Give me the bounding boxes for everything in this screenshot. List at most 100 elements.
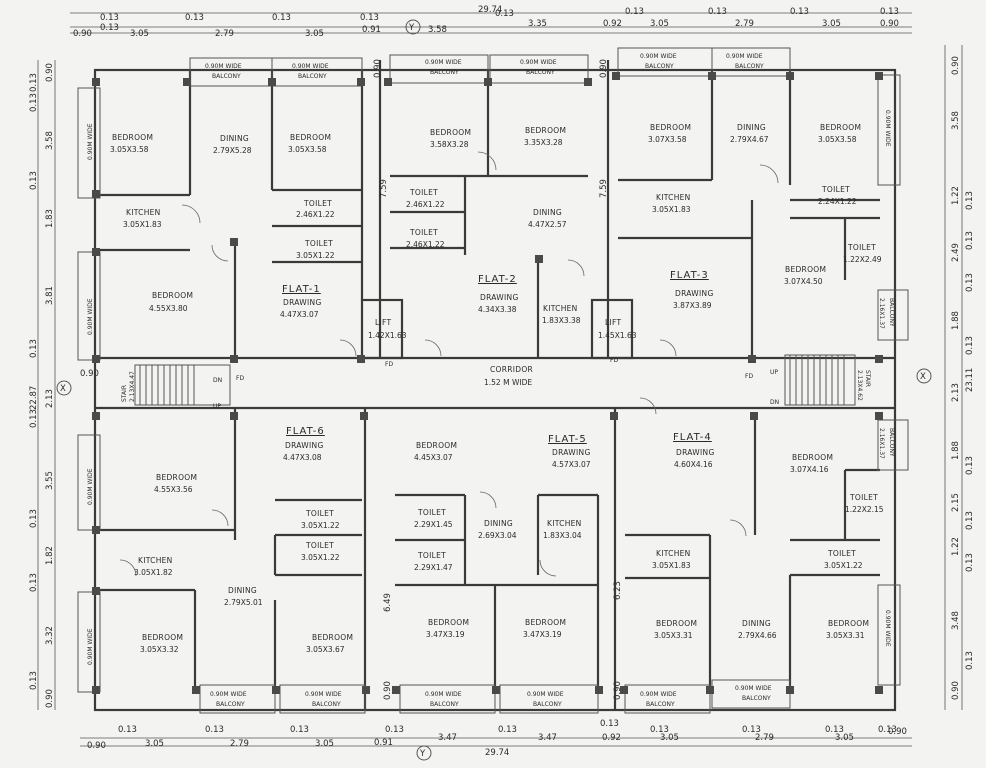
left-dim-2: 0.90 bbox=[45, 63, 55, 82]
room-name: TOILET bbox=[409, 188, 438, 197]
right-dim-20: 0.90 bbox=[951, 681, 961, 700]
balcony-label: BALCONY bbox=[526, 69, 555, 76]
room-name: TOILET bbox=[409, 228, 438, 237]
bottom-dim-a4: 0.13 bbox=[385, 725, 404, 735]
room-size: 2.24X1.22 bbox=[818, 197, 857, 206]
vmark-7: 0.90 bbox=[613, 681, 623, 700]
room-size: 3.05X3.58 bbox=[818, 135, 857, 144]
bottom-dim-a3: 0.13 bbox=[290, 725, 309, 735]
room-size: 2.46X1.22 bbox=[406, 200, 445, 209]
bottom-dim-b2: 3.05 bbox=[145, 739, 164, 749]
structural-columns bbox=[92, 72, 883, 694]
bottom-dim-b12: 0.90 bbox=[888, 727, 907, 737]
room-size: 2.29X1.45 bbox=[414, 520, 453, 529]
balcony-label: BALCONY bbox=[312, 701, 341, 708]
lift-1-size: 1.42X1.63 bbox=[368, 331, 407, 340]
fire-door-4: FD bbox=[236, 375, 244, 382]
top-dim-a7: 0.13 bbox=[708, 7, 727, 17]
right-dimension-lines: 0.90 3.58 0.13 1.22 0.13 2.49 0.13 1.88 … bbox=[916, 45, 975, 710]
room-size: 3.05X3.31 bbox=[826, 631, 865, 640]
balcony-label: BALCONY bbox=[430, 701, 459, 708]
room-size: 3.05X3.32 bbox=[140, 645, 179, 654]
room-size: 3.05X1.22 bbox=[301, 521, 340, 530]
lift-2-size: 1.45X1.63 bbox=[598, 331, 637, 340]
left-dimension-lines: 0.13 0.90 0.13 3.58 0.13 1.83 3.81 0.13 … bbox=[29, 60, 99, 710]
balcony-label: 0.90M WIDE bbox=[640, 691, 677, 698]
room-name: BEDROOM bbox=[142, 633, 183, 642]
flat-5-label: FLAT-5 bbox=[548, 434, 587, 445]
room-name: DINING bbox=[737, 123, 766, 132]
right-dim-12: 1.88 bbox=[951, 441, 961, 460]
right-dim-11: 2.13 bbox=[951, 383, 961, 402]
room-size: 2.79X5.28 bbox=[213, 146, 252, 155]
bottom-dim-a10: 0.13 bbox=[878, 725, 897, 735]
balcony-label: 0.90M WIDE bbox=[520, 59, 557, 66]
room-size: 3.07X4.50 bbox=[784, 277, 823, 286]
balcony-label: 0.90M WIDE bbox=[726, 53, 763, 60]
room-size: 1.83X3.38 bbox=[542, 316, 581, 325]
vmark-1: 0.90 bbox=[373, 59, 383, 78]
top-dim-a5: 0.13 bbox=[495, 9, 514, 19]
top-dim-b4: 2.79 bbox=[215, 29, 234, 39]
bottom-dim-b7: 3.47 bbox=[538, 733, 557, 743]
bottom-dim-a7: 0.13 bbox=[650, 725, 669, 735]
room-labels: BEDROOM 3.05X3.58 DINING 2.79X5.28 BEDRO… bbox=[110, 123, 884, 654]
balcony-label: BALCONY bbox=[533, 701, 562, 708]
room-size: 3.05X1.22 bbox=[301, 553, 340, 562]
balcony-label: 0.90M WIDE bbox=[292, 63, 329, 70]
balcony-label: BALCONY bbox=[888, 298, 895, 327]
room-size: 4.60X4.16 bbox=[674, 460, 713, 469]
right-dim-4: 1.22 bbox=[951, 186, 961, 205]
left-dim-5: 0.13 bbox=[29, 171, 39, 190]
axis-y-bottom-marker bbox=[416, 745, 432, 761]
room-name: BEDROOM bbox=[650, 123, 691, 132]
bottom-dimension-lines: 29.74 0.13 0.13 0.13 0.13 0.13 0.13 0.13… bbox=[80, 719, 912, 761]
right-dim-18: 3.48 bbox=[951, 611, 961, 630]
room-size: 1.22X2.15 bbox=[845, 505, 884, 514]
room-size: 4.47X3.07 bbox=[280, 310, 319, 319]
room-name: BEDROOM bbox=[290, 133, 331, 142]
stair-left-up: UP bbox=[213, 403, 221, 410]
right-dim-15: 0.13 bbox=[965, 511, 975, 530]
room-size: 3.58X3.28 bbox=[430, 140, 469, 149]
left-dim-8: 0.13 bbox=[29, 339, 39, 358]
room-size: 2.46X1.22 bbox=[296, 210, 335, 219]
room-size: 4.47X2.57 bbox=[528, 220, 567, 229]
room-size: 2.69X3.04 bbox=[478, 531, 517, 540]
vmark-4: 7.59 bbox=[599, 179, 609, 198]
bottom-dim-a9: 0.13 bbox=[825, 725, 844, 735]
flat-1-label: FLAT-1 bbox=[282, 284, 321, 295]
right-dim-9: 0.13 bbox=[965, 336, 975, 355]
room-size: 4.57X3.07 bbox=[552, 460, 591, 469]
corridor-width: 1.52 M WIDE bbox=[484, 378, 532, 387]
top-dimension-lines: 29.74 0.13 0.13 0.13 0.13 0.13 0.13 0.13… bbox=[70, 5, 912, 39]
vmark-5: 6.49 bbox=[383, 593, 393, 612]
room-size: 2.46X1.22 bbox=[406, 240, 445, 249]
room-size: 3.05X3.58 bbox=[110, 145, 149, 154]
room-size: 3.07X4.16 bbox=[790, 465, 829, 474]
room-size: 1.83X3.04 bbox=[543, 531, 582, 540]
room-size: 3.05X1.22 bbox=[824, 561, 863, 570]
top-dim-b6: 0.91 bbox=[362, 25, 381, 35]
room-name: TOILET bbox=[305, 509, 334, 518]
room-name: TOILET bbox=[305, 541, 334, 550]
left-dim-13: 3.55 bbox=[45, 471, 55, 490]
top-dim-b9: 0.92 bbox=[603, 19, 622, 29]
room-size: 3.05X1.82 bbox=[134, 568, 173, 577]
top-dim-b12: 3.05 bbox=[822, 19, 841, 29]
room-size: 3.47X3.19 bbox=[426, 630, 465, 639]
balcony-label: 0.90M WIDE bbox=[210, 691, 247, 698]
balcony-label: BALCONY bbox=[645, 63, 674, 70]
room-name: KITCHEN bbox=[543, 304, 578, 313]
room-name: DINING bbox=[533, 208, 562, 217]
core-labels: LIFT 1.42X1.63 LIFT 1.45X1.63 CORRIDOR 1… bbox=[121, 318, 871, 410]
fire-door-1: FD bbox=[385, 361, 393, 368]
room-name: BEDROOM bbox=[428, 618, 469, 627]
balcony-label: 0.90M WIDE bbox=[305, 691, 342, 698]
top-dim-b1: 0.90 bbox=[73, 29, 92, 39]
bottom-dim-a5: 0.13 bbox=[498, 725, 517, 735]
stair-right-name: STAIR bbox=[864, 370, 871, 387]
balcony-label: 0.90M WIDE bbox=[640, 53, 677, 60]
top-dim-a9: 0.13 bbox=[880, 7, 899, 17]
balcony-label: BALCONY bbox=[742, 695, 771, 702]
